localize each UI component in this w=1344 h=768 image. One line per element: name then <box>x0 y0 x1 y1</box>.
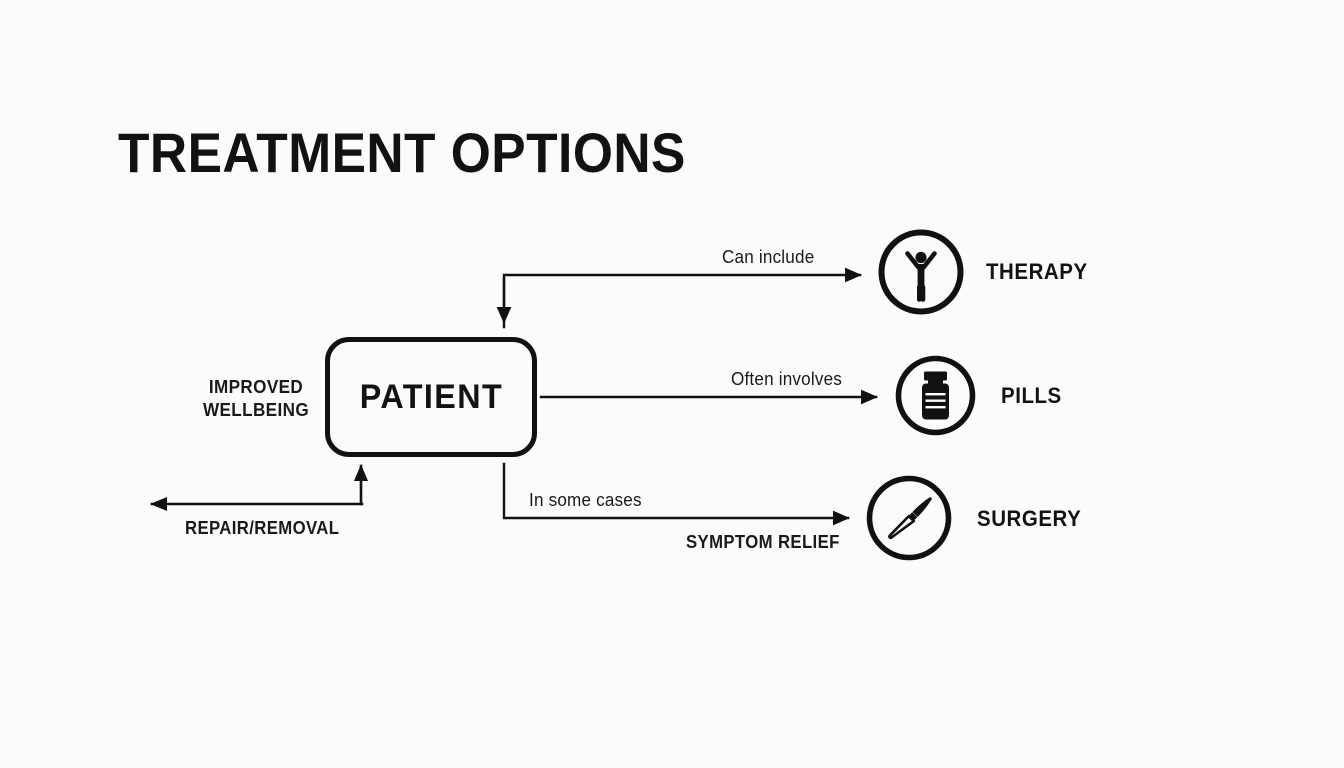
outcome-label-surgery: SURGERY <box>977 506 1082 531</box>
edge-label-improved-wellbeing-line2: WELLBEING <box>202 400 310 421</box>
central-node-patient[interactable]: PATIENT <box>325 337 537 457</box>
scalpel-icon <box>866 475 952 561</box>
outcome-node-surgery[interactable] <box>866 475 952 561</box>
outcome-node-therapy[interactable] <box>878 229 964 315</box>
outcome-label-pills: PILLS <box>1001 383 1062 408</box>
edge-label-improved-wellbeing-line1: IMPROVED <box>208 377 304 397</box>
edge-patient-to-surgery <box>502 462 850 526</box>
medicine-bottle-icon <box>895 355 976 436</box>
edge-label-can-include: Can include <box>722 247 815 267</box>
edge-label-improved-wellbeing: IMPROVED WELLBEING <box>199 376 313 422</box>
central-node-label: PATIENT <box>359 377 503 416</box>
edge-label-symptom-relief: SYMPTOM RELIEF <box>686 532 840 552</box>
outcome-label-therapy: THERAPY <box>986 259 1088 284</box>
page-title: TREATMENT OPTIONS <box>118 121 686 184</box>
outcome-node-pills[interactable] <box>895 355 976 436</box>
edge-label-repair-removal: REPAIR/REMOVAL <box>185 518 340 538</box>
edge-label-often-involves: Often involves <box>731 369 843 389</box>
edge-label-in-some-cases: In some cases <box>529 490 642 510</box>
edge-repair-removal-feedback <box>150 464 369 512</box>
edge-patient-to-therapy <box>496 267 862 329</box>
person-raised-arms-icon <box>878 229 964 315</box>
